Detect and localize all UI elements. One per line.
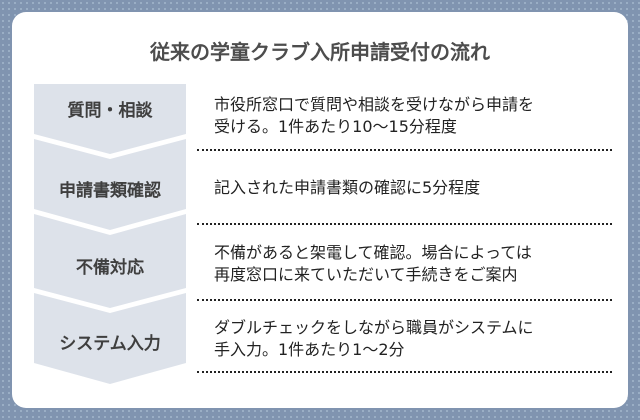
desc-line: 受ける。1件あたり10〜15分程度 [214, 117, 457, 136]
step-desc-3: 不備があると架電して確認。場合によっては 再度窓口に来ていただいて手続きをご案内 [214, 242, 614, 286]
desc-line: 不備があると架電して確認。場合によっては [214, 243, 532, 262]
desc-line: 再度窓口に来ていただいて手続きをご案内 [214, 265, 518, 284]
chevron-flow-arrows [34, 84, 186, 384]
divider-4 [197, 371, 612, 373]
divider-2 [197, 223, 612, 225]
chevron-step-2 [34, 139, 186, 230]
chevron-step-1 [34, 84, 186, 154]
step-label-document-check: 申請書類確認 [59, 181, 161, 201]
desc-line: 市役所窓口で質問や相談を受けながら申請を [214, 95, 535, 114]
chevron-step-4 [34, 293, 186, 384]
diagram-title: 従来の学童クラブ入所申請受付の流れ [150, 40, 490, 64]
divider-1 [197, 149, 612, 151]
step-desc-4: ダブルチェックをしながら職員がシステムに 手入力。1件あたり1〜2分 [214, 317, 614, 361]
step-label-consultation: 質問・相談 [67, 101, 153, 121]
step-label-deficiency-handling: 不備対応 [76, 258, 144, 278]
step-desc-2: 記入された申請書類の確認に5分程度 [214, 177, 614, 199]
chevron-step-3 [34, 214, 186, 308]
divider-3 [197, 299, 612, 301]
desc-line: 手入力。1件あたり1〜2分 [214, 340, 405, 359]
step-label-system-input: システム入力 [59, 334, 161, 354]
desc-line: ダブルチェックをしながら職員がシステムに [214, 318, 534, 337]
flow-card: 従来の学童クラブ入所申請受付の流れ 質問・相談 申請書類確認 不備対応 システム… [12, 12, 628, 408]
step-desc-1: 市役所窓口で質問や相談を受けながら申請を 受ける。1件あたり10〜15分程度 [214, 94, 614, 138]
desc-line: 記入された申請書類の確認に5分程度 [214, 178, 481, 197]
